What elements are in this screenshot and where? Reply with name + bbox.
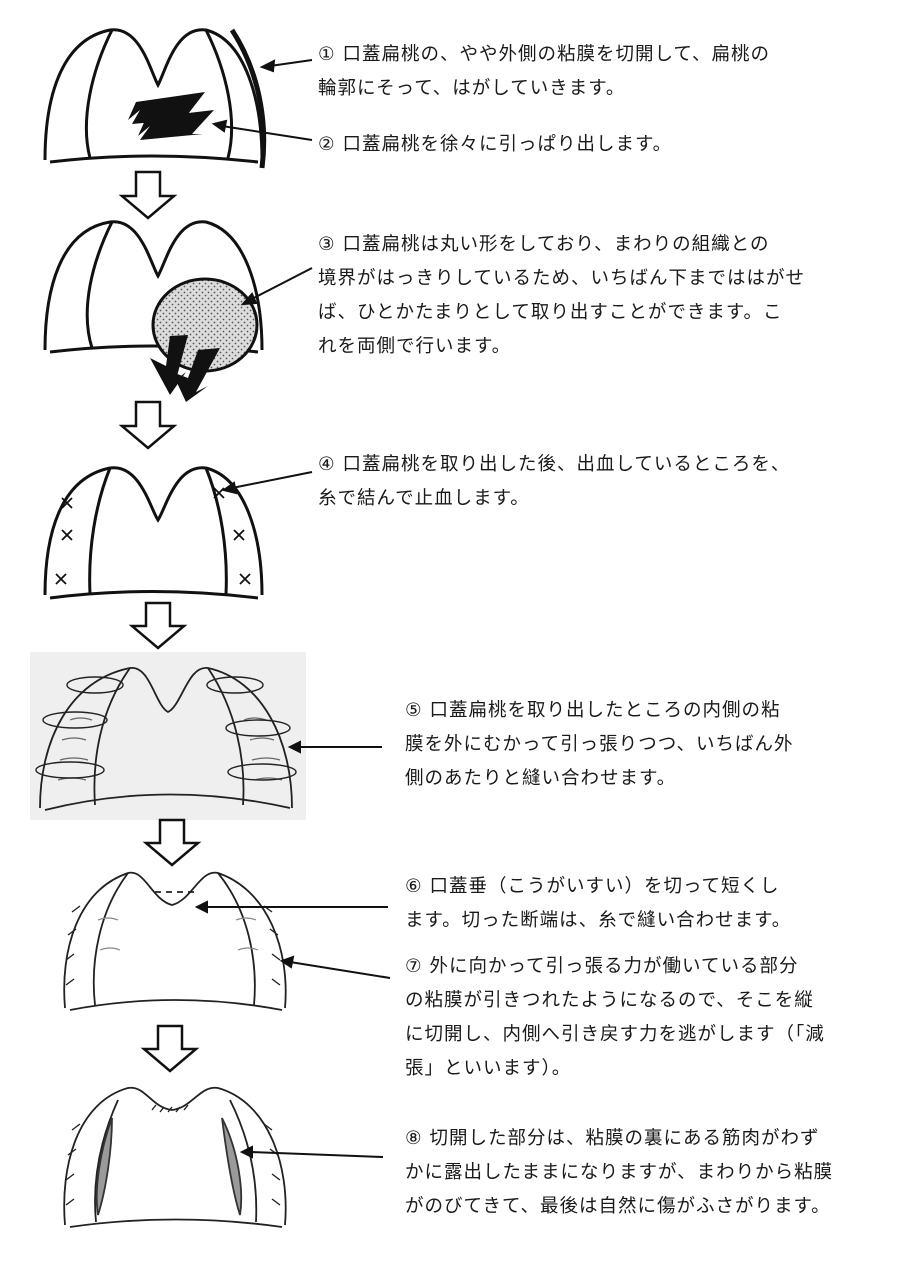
step-4-text: ④ 口蓋扁桃を取り出した後、出血しているところを、 糸で結んで止血します。 — [318, 448, 790, 516]
step-number: ① — [318, 44, 336, 65]
text-line: 口蓋扁桃は丸い形をしており、まわりの組織との — [342, 234, 770, 255]
step-number: ⑦ — [405, 956, 423, 977]
arrow-6-step8 — [239, 1145, 384, 1159]
step-2-text: ② 口蓋扁桃を徐々に引っぱり出します。 — [318, 128, 672, 162]
text-line: 切開した部分は、粘膜の裏にある筋肉がわず — [429, 1128, 820, 1149]
text-line: 境界がはっきりしているため、いちばん下までははがせ — [318, 268, 805, 289]
text-line: がのびてきて、最後は自然に傷がふさがります。 — [405, 1196, 831, 1217]
step-1-text: ① 口蓋扁桃の、やや外側の粘膜を切開して、扁桃の 輪郭にそって、はがしていきます… — [318, 38, 770, 106]
text-line: 膜を外にむかって引っ張りつつ、いちばん外 — [405, 734, 794, 755]
step-8-text: ⑧ 切開した部分は、粘膜の裏にある筋肉がわず かに露出したままになりますが、まわ… — [405, 1122, 833, 1224]
down-arrow-1 — [118, 170, 178, 220]
step-7-text: ⑦ 外に向かって引っ張る力が働いている部分 の粘膜が引きつれたようになるので、そ… — [405, 950, 825, 1086]
step-number: ⑤ — [405, 700, 423, 721]
text-line: 側のあたりと縫い合わせます。 — [405, 768, 677, 789]
text-line: 口蓋扁桃の、やや外側の粘膜を切開して、扁桃の — [342, 44, 771, 65]
figure-2-extraction — [43, 220, 264, 402]
down-arrow-2 — [118, 400, 178, 450]
down-arrow-4 — [142, 818, 202, 867]
step-number: ③ — [318, 234, 336, 255]
arrow-4-step5 — [287, 740, 382, 754]
arrow-1-step1 — [259, 59, 313, 73]
text-line: 輪郭にそって、はがしていきます。 — [318, 78, 626, 99]
text-line: れを両側で行います。 — [318, 336, 512, 357]
arrow-5-step6 — [194, 900, 388, 914]
figure-1-incision — [43, 28, 267, 169]
text-line: に切開し、内側へ引き戻す力を逃がします（「減 — [405, 1024, 825, 1045]
down-arrow-3 — [128, 601, 188, 650]
arrow-1-step2 — [211, 119, 313, 141]
text-line: 外に向かって引っ張る力が働いている部分 — [429, 956, 799, 977]
step-5-text: ⑤ 口蓋扁桃を取り出したところの内側の粘 膜を外にむかって引っ張りつつ、いちばん… — [405, 694, 794, 796]
figure-4-suturing — [35, 667, 297, 811]
text-line: 口蓋扁桃を取り出したところの内側の粘 — [429, 700, 781, 721]
figure-6-healing — [63, 1087, 287, 1228]
figure-3-hemostasis — [43, 466, 264, 600]
step-number: ④ — [318, 454, 336, 475]
text-line: かに露出したままになりますが、まわりから粘膜 — [405, 1162, 834, 1183]
step-number: ② — [318, 134, 336, 155]
step-number: ⑥ — [405, 876, 423, 897]
figure-5-uvula — [63, 871, 287, 1011]
text-line: ます。切った断端は、糸で縫い合わせます。 — [405, 910, 792, 931]
step-6-text: ⑥ 口蓋垂（こうがいすい）を切って短くし ます。切った断端は、糸で縫い合わせます… — [405, 870, 791, 938]
text-line: ば、ひとかたまりとして取り出すことができます。こ — [318, 302, 783, 323]
arrow-3-step4 — [221, 471, 313, 495]
arrow-5-step7 — [279, 955, 391, 979]
down-arrow-5 — [140, 1024, 200, 1073]
arrow-2-step3 — [240, 267, 313, 306]
text-line: 糸で結んで止血します。 — [318, 488, 530, 509]
text-line: の粘膜が引きつれたようになるので、そこを縦 — [405, 990, 814, 1011]
text-line: 口蓋扁桃を徐々に引っぱり出します。 — [342, 134, 673, 155]
step-3-text: ③ 口蓋扁桃は丸い形をしており、まわりの組織との 境界がはっきりしているため、い… — [318, 228, 805, 364]
text-line: 口蓋垂（こうがいすい）を切って短くし — [429, 876, 780, 897]
text-line: 張」といいます）。 — [405, 1058, 572, 1079]
text-line: 口蓋扁桃を取り出した後、出血しているところを、 — [342, 454, 791, 475]
step-number: ⑧ — [405, 1128, 423, 1149]
